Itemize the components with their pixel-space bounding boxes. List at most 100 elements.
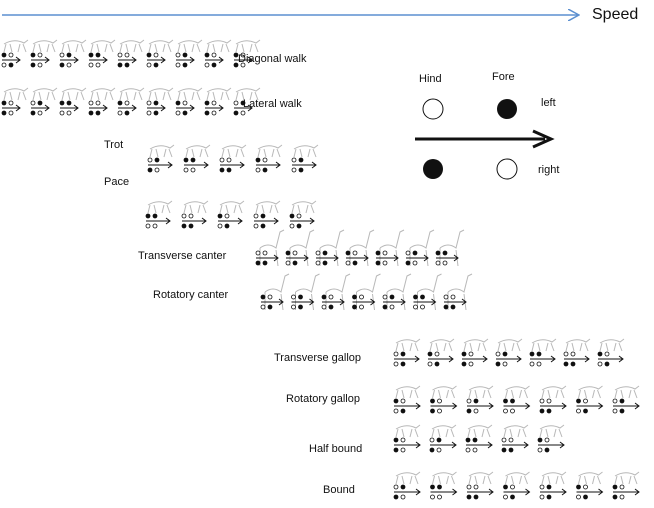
footfall-dot: [8, 110, 14, 116]
footfall-dot: [393, 447, 399, 453]
footfall-unit: [204, 52, 224, 68]
animal-sketch: [417, 273, 442, 311]
animal-outline: [206, 39, 232, 53]
footfall-unit: [117, 52, 137, 68]
footfall-dot: [437, 484, 442, 490]
footfall-dot: [473, 484, 479, 490]
footfall-dot: [597, 361, 603, 367]
footfall-unit: [181, 213, 207, 229]
arrowhead: [131, 56, 137, 64]
footfall-dot: [508, 437, 514, 443]
animal-sketch: [61, 87, 87, 101]
footfall-unit: [260, 294, 284, 310]
gait-row-transverse-canter: [255, 229, 465, 267]
footfall-unit: [501, 437, 529, 453]
footfall-unit: [1, 52, 21, 68]
footfall-unit: [612, 484, 640, 500]
footfall-dot: [420, 304, 425, 310]
gait-label-rotatory-gallop: Rotatory gallop: [286, 393, 360, 405]
animal-sketch: [259, 229, 285, 267]
footfall-dot: [503, 484, 508, 490]
animal-outline: [3, 39, 29, 53]
footfall-dot: [298, 157, 304, 163]
arrowhead: [488, 488, 494, 496]
footfall-dot: [430, 408, 435, 414]
arrowhead: [218, 56, 224, 64]
animal-sketch: [293, 144, 319, 158]
footfall-unit: [503, 484, 531, 500]
footfall-dot: [224, 223, 230, 229]
footfall-dot: [472, 447, 478, 453]
footfall-dot: [88, 110, 94, 116]
animal-sketch: [32, 87, 58, 101]
footfall-dot: [393, 398, 399, 404]
footfall-dot: [583, 484, 588, 490]
footfall-dot: [465, 437, 471, 443]
arrowhead: [160, 56, 166, 64]
animal-outline: [463, 338, 489, 352]
animal-sketch: [409, 229, 435, 267]
footfall-dot: [291, 294, 296, 300]
animal-outline: [349, 229, 375, 267]
footfall-unit: [253, 213, 279, 229]
footfall-dot: [59, 110, 65, 116]
footfall-dot: [546, 494, 552, 500]
arrowhead: [167, 161, 173, 169]
animal-sketch: [468, 385, 494, 399]
footfall-dot: [190, 167, 196, 173]
footfall-dot: [510, 398, 515, 404]
animal-sketch: [295, 273, 320, 311]
legend-left-label: left: [541, 97, 556, 109]
arrowhead: [247, 104, 253, 112]
gait-label-bound: Bound: [323, 484, 355, 496]
animal-sketch: [148, 39, 174, 53]
footfall-dot: [262, 250, 268, 256]
footfall-dot: [473, 494, 479, 500]
footfall-unit: [461, 351, 488, 367]
footfall-dot: [612, 484, 618, 490]
animal-sketch: [395, 471, 421, 485]
gait-row-lateral-walk: [1, 87, 261, 116]
gait-label-trot: Trot: [104, 139, 124, 151]
footfall-dot: [430, 484, 435, 490]
footfall-unit: [427, 351, 454, 367]
footfall-dot: [502, 361, 508, 367]
footfall-dot: [429, 437, 435, 443]
legend-right-label: right: [538, 164, 560, 176]
animal-sketch: [148, 87, 174, 101]
footfall-dot: [59, 100, 65, 106]
footfall-dot: [233, 62, 239, 68]
animal-sketch: [541, 471, 567, 485]
footfall-unit: [219, 157, 245, 173]
animal-outline: [439, 229, 465, 267]
footfall-dot: [175, 52, 181, 58]
footfall-dot: [393, 484, 399, 490]
footfall-unit: [405, 250, 429, 266]
arrowhead: [203, 161, 209, 169]
footfall-dot: [260, 294, 266, 300]
footfall-unit: [612, 398, 640, 414]
arrowhead: [237, 217, 243, 225]
animal-outline: [177, 87, 203, 101]
footfall-unit: [233, 52, 253, 68]
footfall-dot: [619, 484, 625, 490]
arrowhead: [561, 488, 567, 496]
footfall-dot: [442, 250, 448, 256]
animal-sketch: [599, 338, 625, 352]
footfall-dot: [473, 398, 479, 404]
animal-sketch: [429, 338, 455, 352]
animal-outline: [395, 385, 421, 399]
arrowhead: [73, 104, 79, 112]
arrowhead: [393, 254, 399, 262]
footfall-dot: [450, 294, 456, 300]
footfall-dot: [37, 62, 43, 68]
footfall-dot: [298, 167, 304, 173]
footfall-dot: [289, 213, 295, 219]
footfall-dot: [255, 260, 261, 266]
footfall-dot: [211, 52, 217, 58]
footfall-dot: [443, 294, 449, 300]
footfall-unit: [393, 437, 421, 453]
footfall-dot: [468, 351, 474, 357]
footfall-dot: [546, 408, 552, 414]
